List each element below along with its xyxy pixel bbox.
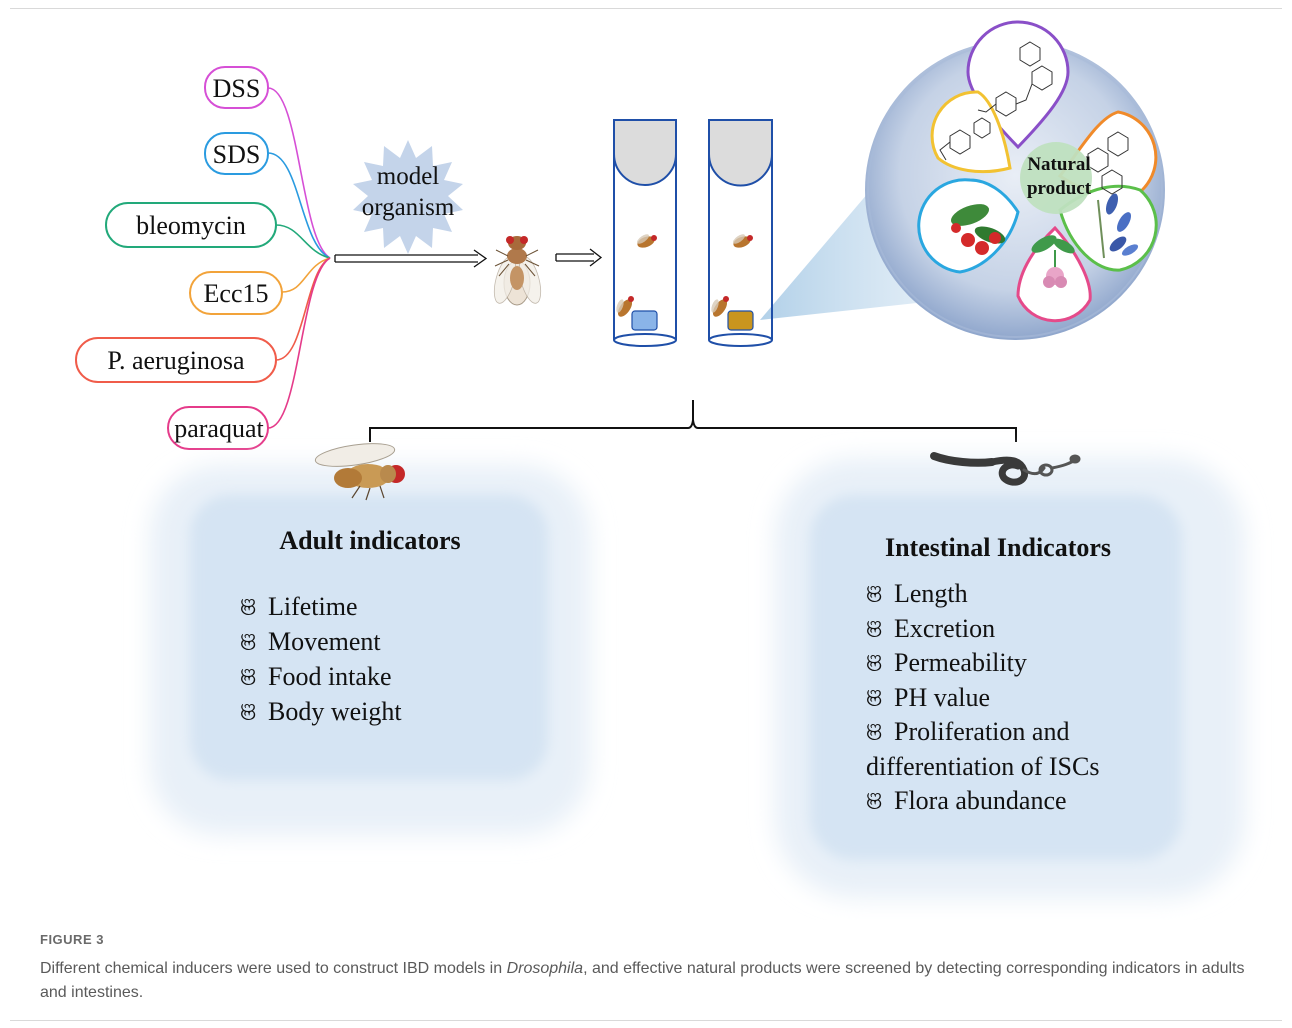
petal-yellow xyxy=(930,90,1012,174)
intestinal-item: Length xyxy=(894,579,968,608)
connector-sds xyxy=(267,152,331,259)
model-organism-burst: model organism xyxy=(353,140,463,254)
intestinal-item: Permeability xyxy=(894,648,1027,677)
vial-gold xyxy=(708,119,773,347)
intestinal-item-continuation: differentiation of ISCs xyxy=(866,752,1099,781)
caption-italic: Drosophila xyxy=(506,960,584,977)
food-cup-gold xyxy=(727,310,754,331)
long-double-arrow xyxy=(334,249,488,268)
inducer-ecc15: Ecc15 xyxy=(189,271,283,315)
bullet-icon: ଞ xyxy=(866,614,882,643)
model-line1: model xyxy=(377,163,440,190)
intestinal-item: Excretion xyxy=(894,614,995,643)
bullet-icon: ଞ xyxy=(866,579,882,608)
caption-after: , and effective natural products were sc… xyxy=(40,960,1245,1001)
bullet-icon: ଞ xyxy=(240,592,256,621)
connector-bleomycin xyxy=(275,224,331,259)
plant-cranberry-icon xyxy=(950,204,1006,255)
connector-paraquat xyxy=(267,257,331,429)
adult-item: Movement xyxy=(268,627,381,656)
intestinal-item: Proliferation and xyxy=(894,717,1069,746)
fly-top-view-icon xyxy=(493,236,542,306)
top-rule xyxy=(10,8,1282,9)
connector-dss xyxy=(267,87,331,259)
fly-side-icon xyxy=(637,234,657,248)
inducer-label: P. aeruginosa xyxy=(107,346,245,375)
fly-side-view-icon xyxy=(314,443,405,501)
bullet-icon: ଞ xyxy=(866,717,882,746)
inducer-label: bleomycin xyxy=(136,211,246,240)
connector-paeruginosa xyxy=(275,257,331,361)
caption-before: Different chemical inducers were used to… xyxy=(40,960,507,977)
intestine-icon xyxy=(930,452,1081,486)
caption-label: FIGURE 3 xyxy=(40,932,104,947)
connector-ecc15 xyxy=(281,257,331,293)
starburst-shape xyxy=(353,140,463,254)
inducer-connectors xyxy=(267,87,331,429)
bullet-icon: ଞ xyxy=(240,697,256,726)
caption-text: Different chemical inducers were used to… xyxy=(40,957,1250,1005)
inducer-paeruginosa: P. aeruginosa xyxy=(75,337,277,383)
intestinal-panel-title: Intestinal Indicators xyxy=(885,533,1111,562)
intestinal-item: Flora abundance xyxy=(894,786,1067,815)
bullet-icon: ଞ xyxy=(240,627,256,656)
intestinal-indicators-panel: Intestinal Indicators ଞ Length ଞ Excreti… xyxy=(775,458,1245,898)
petal-blue xyxy=(917,178,1020,274)
inducer-list: DSS SDS bleomycin Ecc15 P. aeruginosa pa… xyxy=(75,66,283,450)
fly-side-icon xyxy=(711,296,729,317)
short-double-arrow xyxy=(555,248,603,267)
adult-item: Lifetime xyxy=(268,592,358,621)
intestinal-item: PH value xyxy=(894,683,990,712)
diagram-canvas: DSS SDS bleomycin Ecc15 P. aeruginosa pa… xyxy=(75,20,1245,898)
bullet-icon: ଞ xyxy=(866,786,882,815)
model-line2: organism xyxy=(362,194,455,221)
vial-blue xyxy=(613,119,677,347)
inducer-paraquat: paraquat xyxy=(167,406,269,450)
inducer-label: SDS xyxy=(213,140,261,169)
adult-item: Food intake xyxy=(268,662,392,691)
bottom-rule xyxy=(10,1020,1282,1021)
inducer-dss: DSS xyxy=(204,66,269,109)
figure-caption: FIGURE 3 Different chemical inducers wer… xyxy=(40,932,1250,1005)
inducer-sds: SDS xyxy=(204,132,269,175)
inducer-bleomycin: bleomycin xyxy=(105,202,277,248)
inducer-label: DSS xyxy=(213,74,261,103)
bullet-icon: ଞ xyxy=(866,683,882,712)
natural-product-line2: product xyxy=(1027,178,1092,199)
plant-bellflower-icon xyxy=(1097,193,1139,259)
inducer-label: Ecc15 xyxy=(204,279,269,308)
fly-side-icon xyxy=(616,296,634,317)
bullet-icon: ଞ xyxy=(240,662,256,691)
food-cup-blue xyxy=(631,310,658,331)
natural-product-center xyxy=(1020,142,1092,214)
adult-indicators-panel: Adult indicators ଞ Lifetime ଞ Movement ଞ… xyxy=(150,465,590,835)
natural-product-circle: Natural product xyxy=(865,20,1165,340)
fly-side-icon xyxy=(733,234,753,248)
adult-panel-title: Adult indicators xyxy=(279,526,460,555)
chemical-structure-icon xyxy=(939,41,1129,195)
adult-item: Body weight xyxy=(268,697,402,726)
plant-flower-icon xyxy=(1031,235,1075,288)
natural-product-line1: Natural xyxy=(1027,154,1090,175)
inducer-label: paraquat xyxy=(174,414,264,443)
curly-brace xyxy=(369,400,1017,442)
bullet-icon: ଞ xyxy=(866,648,882,677)
